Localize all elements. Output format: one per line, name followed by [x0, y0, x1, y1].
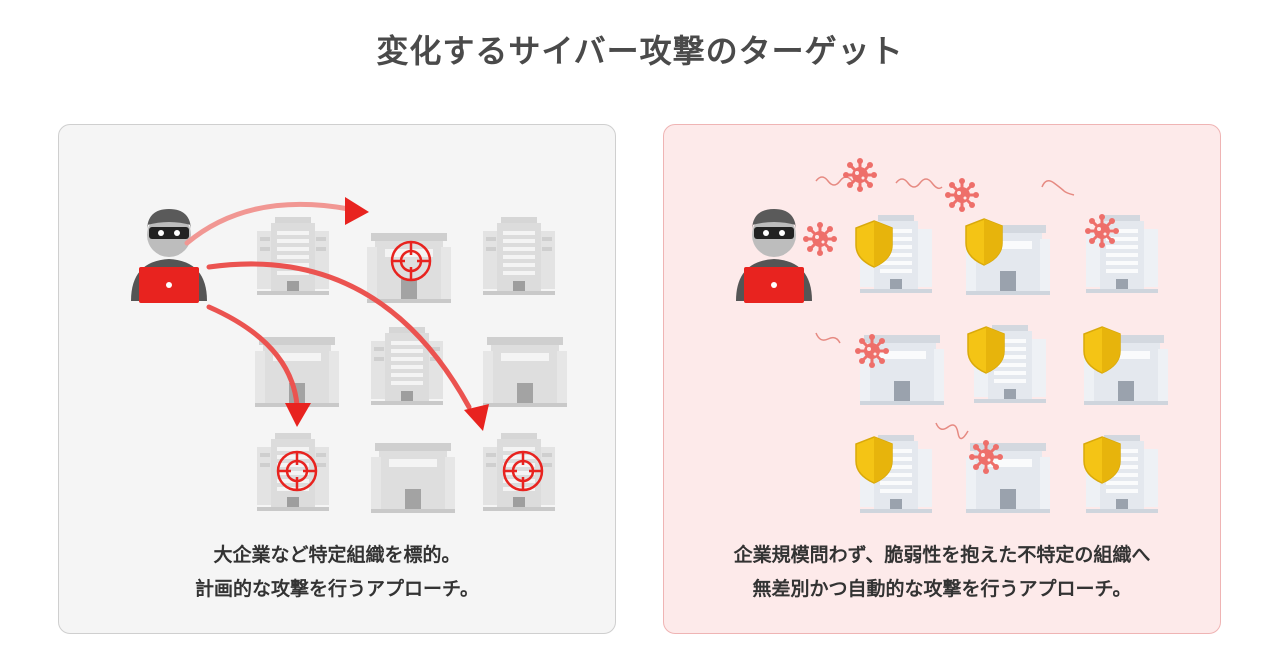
attack-arrows	[184, 201, 472, 410]
targeted-building-1	[367, 233, 451, 303]
arrow-head	[285, 403, 311, 427]
building	[966, 443, 1050, 513]
targeted-building-3	[483, 433, 555, 511]
arrow-head	[464, 404, 489, 431]
building-8	[371, 443, 455, 513]
building-5	[371, 327, 443, 405]
virus-icon	[841, 156, 879, 194]
building-1	[257, 217, 329, 295]
targeted-building-2	[257, 433, 329, 511]
targeted-attack-panel: 大企業など特定組織を標的。 計画的な攻撃を行うアプローチ。	[58, 124, 616, 634]
targeted-attack-illustration	[131, 197, 567, 513]
virus-icon	[943, 176, 981, 214]
indiscriminate-attack-panel: 企業規模問わず、脆弱性を抱えた不特定の組織へ 無差別かつ自動的な攻撃を行うアプロ…	[663, 124, 1221, 634]
arrow-head	[345, 197, 369, 225]
virus-icon	[801, 220, 839, 258]
building-6	[483, 337, 567, 407]
virus-icon	[853, 332, 891, 370]
hacker-icon	[736, 209, 812, 303]
right-caption-line2: 無差別かつ自動的な攻撃を行うアプローチ。	[752, 578, 1132, 600]
indiscriminate-attack-illustration	[736, 156, 1168, 513]
virus-icon	[967, 438, 1005, 476]
page-title: 変化するサイバー攻撃のターゲット	[376, 32, 904, 70]
virus-icon	[1083, 212, 1121, 250]
right-caption-line1: 企業規模問わず、脆弱性を抱えた不特定の組織へ	[733, 544, 1151, 566]
left-caption-line1: 大企業など特定組織を標的。	[213, 544, 461, 566]
left-caption-line2: 計画的な攻撃を行うアプローチ。	[194, 578, 480, 600]
building-3	[483, 217, 555, 295]
hacker-icon	[131, 209, 207, 303]
